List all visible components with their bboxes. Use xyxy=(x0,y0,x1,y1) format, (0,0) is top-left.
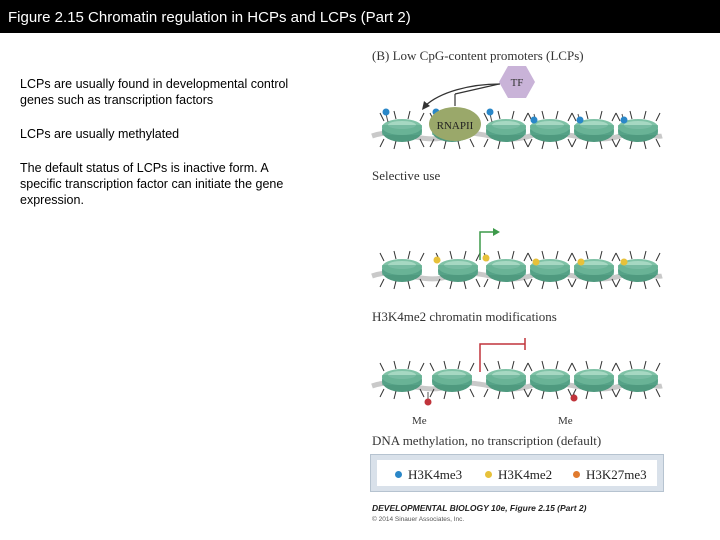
rnapii-shape xyxy=(429,107,481,141)
legend-item-h3k4me3: H3K4me3 xyxy=(395,467,462,483)
methyl-label-left: Me xyxy=(412,415,427,427)
title-bar: Figure 2.15 Chromatin regulation in HCPs… xyxy=(0,0,720,33)
rnapii-label: RNAPII xyxy=(437,120,474,132)
legend-item-h3k4me2: H3K4me2 xyxy=(485,467,552,483)
figure-credit: DEVELOPMENTAL BIOLOGY 10e, Figure 2.15 (… xyxy=(372,503,587,513)
row3-caption: DNA methylation, no transcription (defau… xyxy=(372,433,602,448)
methyl-label-right: Me xyxy=(558,415,573,427)
chromatin-row-3 xyxy=(371,338,663,406)
legend-item-h3k27me3: H3K27me3 xyxy=(573,467,647,483)
methyl-mark-right xyxy=(570,394,578,402)
row2-caption: H3K4me2 chromatin modifications xyxy=(372,309,557,324)
methyl-mark-left xyxy=(424,398,432,406)
legend-dot-h3k4me2 xyxy=(485,471,492,478)
bullet-2: LCPs are usually methylated xyxy=(20,127,180,141)
bullet-3: The default status of LCPs is inactive f… xyxy=(20,161,284,207)
legend-dot-h3k27me3 xyxy=(573,471,580,478)
chromatin-row-1: RNAPII TF xyxy=(371,66,663,150)
promoter-arrow-active xyxy=(479,231,496,260)
tf-label: TF xyxy=(511,77,524,89)
bullet-1: LCPs are usually found in developmental … xyxy=(20,77,289,107)
legend: H3K4me3 H3K4me2 H3K27me3 xyxy=(370,454,664,492)
tf-shape xyxy=(499,66,535,98)
slide-title: Figure 2.15 Chromatin regulation in HCPs… xyxy=(8,9,411,26)
bullet-text-block: LCPs are usually found in developmental … xyxy=(20,76,290,226)
figure-copyright: © 2014 Sinauer Associates, Inc. xyxy=(372,516,465,523)
legend-dot-h3k4me3 xyxy=(395,471,402,478)
chromatin-diagram: RNAPII TF xyxy=(371,66,663,406)
h3k4me2-marks-row-2 xyxy=(433,254,628,266)
chromatin-row-2 xyxy=(371,228,663,290)
row1-caption: Selective use xyxy=(372,168,441,183)
panel-label: (B) Low CpG-content promoters (LCPs) xyxy=(372,48,584,63)
promoter-blocked xyxy=(479,343,525,372)
